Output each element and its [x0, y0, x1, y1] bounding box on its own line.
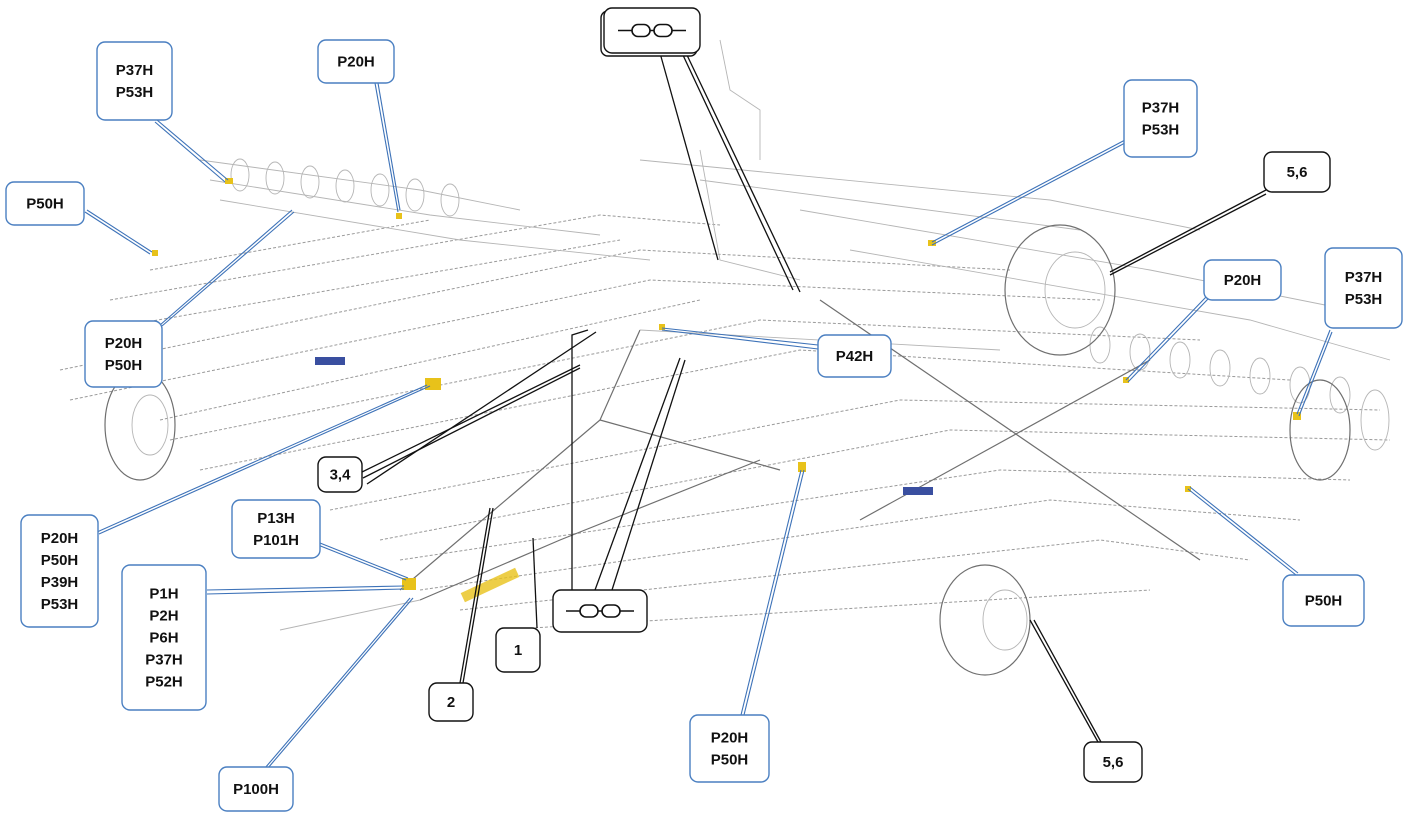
callout-box [1083, 741, 1143, 783]
callout-box [495, 627, 541, 673]
callout-label: 1 [514, 642, 522, 659]
callout-c-p20h-p50h-bottom: P20H P50H [689, 714, 770, 783]
callout-box [1123, 79, 1198, 158]
callout-label: 3,4 [330, 467, 352, 484]
chain-link-icon [618, 23, 686, 38]
callout-box [428, 682, 474, 722]
callout-c-p20h-p50h-p39h-p53h: P20H P50H P39H P53H [20, 514, 99, 628]
callout-label: P37H [1345, 269, 1383, 286]
callout-box [689, 714, 770, 783]
callout-label: P53H [1142, 122, 1180, 139]
decal-markers [152, 178, 1301, 603]
callout-label: P6H [149, 630, 178, 647]
callout-c-p20h-right: P20H [1203, 259, 1282, 301]
leader-lines [84, 52, 1333, 769]
callout-label: P50H [105, 357, 143, 374]
brand-decal-right [903, 487, 933, 495]
callout-c-p50h-left: P50H [5, 181, 85, 226]
callout-box [5, 181, 85, 226]
callout-box [1263, 151, 1331, 193]
callout-label: P20H [41, 530, 79, 547]
callout-label: P2H [149, 608, 178, 625]
callout-label: P53H [116, 84, 154, 101]
callout-box [96, 41, 173, 121]
callout-c-56-top: 5,6 [1263, 151, 1331, 193]
callout-c-p37h-p53h-left: P37H P53H [96, 41, 173, 121]
callout-box [84, 320, 163, 388]
callout-box [231, 499, 321, 559]
callout-label: P1H [149, 586, 178, 603]
callout-c-34: 3,4 [317, 456, 363, 493]
callout-c-p13h-p101h: P13H P101H [231, 499, 321, 559]
callout-box [20, 514, 99, 628]
callout-label: P101H [253, 532, 299, 549]
chain-link-icon [566, 604, 634, 618]
callout-label: P37H [116, 62, 154, 79]
callout-box [1282, 574, 1365, 627]
callout-c-p100h: P100H [218, 766, 294, 812]
brand-decal-left [315, 357, 345, 365]
callout-c-2: 2 [428, 682, 474, 722]
callout-label: P53H [41, 596, 79, 613]
callout-label: 5,6 [1287, 164, 1308, 181]
callout-c-56-bottom: 5,6 [1083, 741, 1143, 783]
callout-label: P42H [836, 348, 874, 365]
callout-label: P20H [105, 335, 143, 352]
callout-label: P20H [337, 54, 375, 71]
callout-box [1324, 247, 1403, 329]
callout-label: P37H [145, 652, 183, 669]
callout-label: P37H [1142, 100, 1180, 117]
callout-box [817, 334, 892, 378]
callout-box [1203, 259, 1282, 301]
callout-box [121, 564, 207, 711]
callout-c-p50h-right: P50H [1282, 574, 1365, 627]
callout-label: P13H [257, 510, 295, 527]
callout-c-p42h: P42H [817, 334, 892, 378]
callout-label: P20H [711, 730, 749, 747]
callout-c-p20h-p50h-left: P20H P50H [84, 320, 163, 388]
callout-label: P52H [145, 674, 183, 691]
callout-box [317, 456, 363, 493]
callout-label: P50H [711, 752, 749, 769]
callout-label: P20H [1224, 272, 1262, 289]
callout-label: P50H [41, 552, 79, 569]
callout-c-p37h-p53h-far-right: P37H P53H [1324, 247, 1403, 329]
callout-c-1: 1 [495, 627, 541, 673]
callout-c-p20h-top: P20H [317, 39, 395, 84]
callout-label: P53H [1345, 291, 1383, 308]
callout-label: P50H [1305, 593, 1343, 610]
callout-box [218, 766, 294, 812]
callout-label: P39H [41, 574, 79, 591]
callout-box [317, 39, 395, 84]
callout-label: P50H [26, 196, 64, 213]
callout-c-p37h-p53h-right-top: P37H P53H [1123, 79, 1198, 158]
callout-label: 2 [447, 694, 455, 711]
callout-c-p1h-group: P1H P2H P6H P37H P52H [121, 564, 207, 711]
callout-layer: P37H P53H P20H P50H P20H P50H P20H P50H P39H P53H… [5, 7, 1403, 812]
callout-c-chain-top [600, 7, 701, 57]
callout-c-chain-bottom [552, 589, 648, 633]
callout-label: 5,6 [1103, 754, 1124, 771]
callout-label: P100H [233, 781, 279, 798]
cultivator-drawing [59, 39, 1391, 676]
